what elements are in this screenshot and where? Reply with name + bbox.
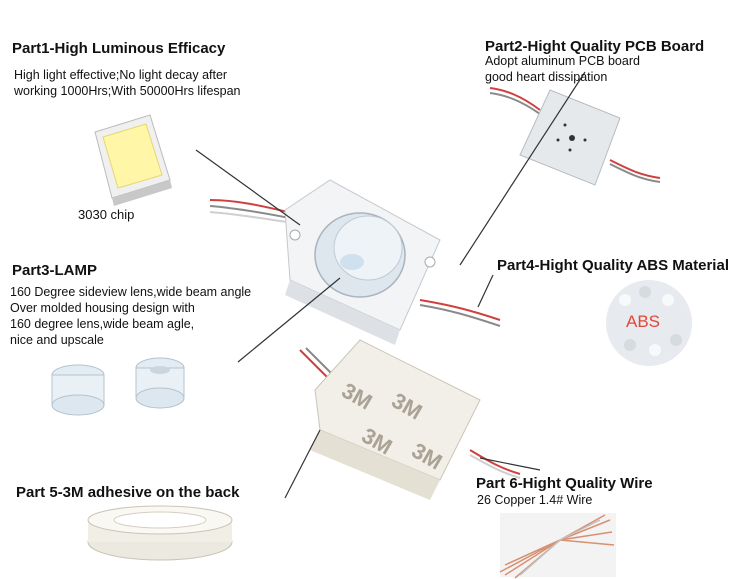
- part3-desc-line1: 160 Degree sideview lens,wide beam angle: [10, 285, 252, 299]
- leader-line-part5: [284, 429, 321, 499]
- led-module-image: [284, 179, 441, 345]
- part6-title: Part 6-Hight Quality Wire: [476, 475, 653, 492]
- part3-desc-line4: nice and upscale: [10, 333, 104, 347]
- chip-3030-image: [94, 114, 172, 206]
- part3-title: Part3-LAMP: [12, 262, 98, 279]
- pcb-board-image: [519, 89, 621, 186]
- adhesive-module-image: 3M 3M 3M 3M: [310, 339, 481, 500]
- tape-roll-image: [87, 505, 233, 561]
- part2-desc-line1: Adopt aluminum PCB board: [485, 54, 640, 68]
- part2-desc-line2: good heart dissipation: [485, 70, 608, 84]
- part1-desc-line2: working 1000Hrs;With 50000Hrs lifespan: [14, 84, 241, 98]
- part1-caption: 3030 chip: [78, 207, 135, 222]
- leader-line-part6: [479, 457, 541, 471]
- part1-desc-line1: High light effective;No light decay afte…: [14, 68, 228, 82]
- abs-badge: ABS: [626, 312, 661, 331]
- part1-title: Part1-High Luminous Efficacy: [12, 40, 226, 57]
- leader-line-part2: [459, 71, 586, 266]
- part6-desc-line1: 26 Copper 1.4# Wire: [477, 493, 593, 507]
- wire-bundle-image: [499, 513, 616, 579]
- part3-desc-line2: Over molded housing design with: [10, 301, 195, 315]
- abs-material-image: [606, 280, 692, 366]
- leader-line-part1: [195, 149, 301, 226]
- leader-line-part3: [237, 277, 341, 363]
- part4-title: Part4-Hight Quality ABS Material: [497, 257, 729, 274]
- leader-line-part4: [477, 274, 494, 308]
- part3-desc-line3: 160 degree lens,wide beam agle,: [10, 317, 195, 331]
- lens-images: [51, 357, 185, 416]
- part2-title: Part2-Hight Quality PCB Board: [485, 38, 705, 55]
- part5-title: Part 5-3M adhesive on the back: [16, 484, 240, 501]
